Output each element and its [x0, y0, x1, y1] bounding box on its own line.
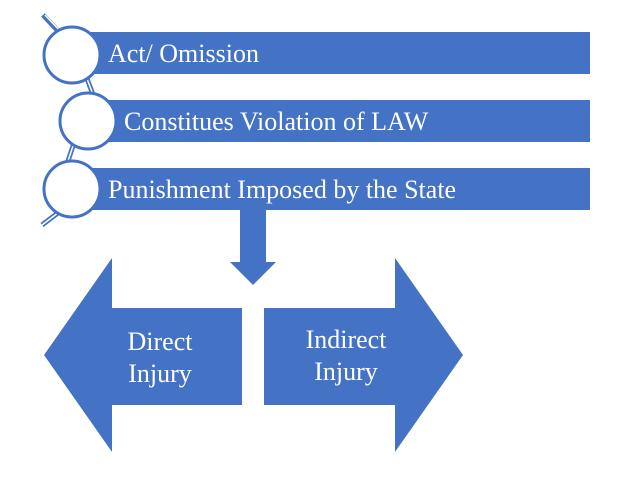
down-arrow — [230, 210, 276, 285]
right-arrow-shape — [264, 258, 463, 452]
list-item-2: Constitues Violation of LAW — [58, 91, 590, 151]
list-bullet-circle — [58, 91, 118, 151]
list-bullet-circle — [42, 25, 102, 85]
list-item-label: Constitues Violation of LAW — [124, 107, 429, 136]
left-arrow-shape — [44, 258, 242, 452]
direct-injury-line1: Direct — [128, 327, 194, 356]
list-bar — [75, 168, 590, 210]
list-item-3: Punishment Imposed by the State — [42, 159, 590, 219]
indirect-injury-line1: Indirect — [306, 325, 388, 354]
list-bar — [95, 100, 590, 142]
direct-injury-arrow: Direct Injury — [44, 258, 242, 452]
list-item-label: Punishment Imposed by the State — [108, 175, 456, 204]
list-bullet-circle — [42, 159, 102, 219]
list-item-label: Act/ Omission — [108, 39, 259, 68]
indirect-injury-line2: Injury — [314, 357, 378, 386]
indirect-injury-arrow: Indirect Injury — [264, 258, 463, 452]
direct-injury-line2: Injury — [128, 359, 192, 388]
list-bar — [80, 32, 590, 74]
list-item-1: Act/ Omission — [42, 25, 590, 85]
